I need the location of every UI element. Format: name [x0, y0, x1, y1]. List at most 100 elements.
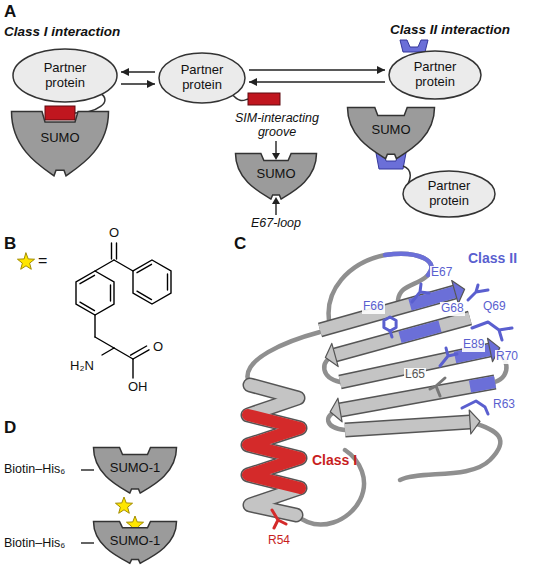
g-part	[384, 284, 512, 414]
atom-label: H₂N	[70, 359, 94, 374]
line-part	[133, 350, 149, 359]
path-part	[462, 401, 488, 414]
equilibrium-arrow	[249, 78, 385, 86]
sumo-body	[12, 112, 109, 176]
arrow-shaft	[249, 81, 385, 83]
path-part	[430, 378, 445, 396]
residue-label: R70	[495, 350, 519, 364]
line-part	[80, 302, 95, 310]
polygon-part	[76, 271, 114, 315]
line-part	[102, 348, 114, 355]
protein-ribbon	[247, 254, 512, 528]
node-text-box: SUMO-1	[92, 520, 178, 566]
path-part	[248, 385, 300, 515]
line-part	[111, 243, 112, 259]
arrow-head	[377, 66, 385, 74]
polygon-part	[469, 410, 480, 434]
path-part	[248, 415, 300, 488]
arrow-head	[249, 78, 257, 86]
line-part	[137, 264, 152, 272]
rect-part	[248, 93, 280, 105]
line-part	[116, 243, 117, 259]
sumo-body	[348, 108, 435, 159]
g-part	[320, 292, 495, 430]
node-label: SUMO-1	[110, 461, 161, 476]
path-part	[412, 284, 429, 302]
atom-label: O	[153, 340, 163, 355]
sumo-shape: SUMO	[346, 106, 436, 162]
path-part	[400, 326, 440, 337]
node-label: SUMO	[41, 131, 80, 146]
line-part	[81, 469, 94, 470]
equilibrium-arrow	[121, 80, 155, 88]
line-part	[275, 141, 276, 154]
panel-heading: Class I interaction	[4, 24, 120, 40]
use-part	[115, 497, 132, 513]
path-part	[247, 332, 320, 385]
sumo-shape: SUMO-1	[92, 446, 178, 496]
sumo-body	[94, 448, 177, 494]
line-part	[114, 260, 133, 271]
line-part	[132, 359, 133, 378]
region-label: Class I	[312, 452, 357, 468]
sumo-shape: SUMO	[234, 152, 318, 202]
sumo-body	[236, 154, 317, 200]
polygon-part	[400, 40, 428, 52]
line-part	[94, 315, 95, 337]
path-part	[335, 318, 470, 355]
partner-protein-ellipse: Partner protein	[12, 48, 118, 103]
callout-label: SIM-interacting groove	[222, 111, 332, 140]
g-part	[247, 254, 506, 525]
path-part	[272, 510, 286, 528]
residue-label: R54	[268, 534, 290, 548]
residue-label: F66	[362, 300, 385, 314]
node-text-box: SUMO	[234, 152, 318, 202]
residue-label: E67	[430, 266, 453, 280]
atom-label: O	[109, 226, 119, 241]
node-label: Partner protein	[173, 63, 232, 93]
node-text-box: SUMO	[10, 110, 110, 180]
residue-label: E89	[462, 338, 485, 352]
rect-part	[45, 106, 75, 120]
path-part	[248, 385, 300, 515]
path-part	[440, 348, 457, 366]
polygon-part	[133, 260, 171, 304]
line-part	[80, 275, 95, 283]
polygon-part	[272, 153, 280, 160]
residue-label: L65	[404, 368, 426, 382]
path-part	[335, 318, 470, 355]
equilibrium-arrow	[249, 66, 385, 74]
use-part	[17, 253, 34, 269]
path-part	[345, 422, 470, 430]
ellipse-shape	[13, 49, 117, 102]
residue-label: Q69	[482, 300, 507, 314]
node-text-box: SUMO-1	[92, 446, 178, 496]
path-part	[468, 285, 488, 300]
node-text-box: Partner protein	[388, 50, 482, 100]
panel-letter: B	[4, 234, 16, 254]
line-part	[95, 337, 114, 348]
node-label: SUMO-1	[110, 534, 161, 549]
equals-sign: =	[38, 252, 47, 270]
polygon-part	[384, 317, 396, 331]
line-part	[81, 542, 94, 543]
region-label: Class II	[468, 250, 517, 266]
chemical-structure	[17, 243, 171, 378]
path-part	[340, 350, 490, 382]
tag-label: Biotin–His₆	[4, 536, 65, 550]
sumo-shape: SUMO-1	[92, 520, 178, 566]
node-label: Partner protein	[29, 61, 101, 91]
path-part	[340, 382, 495, 410]
polygon-part	[330, 398, 342, 422]
polygon-part	[325, 343, 338, 366]
g-part	[325, 280, 499, 434]
node-label: Partner protein	[404, 60, 467, 90]
line-part	[114, 348, 133, 359]
line-part	[275, 203, 276, 215]
ellipse-shape	[159, 53, 245, 103]
callout-label: E67-loop	[241, 216, 311, 230]
path-part	[385, 254, 431, 275]
path-part	[345, 422, 470, 430]
polygon-part	[452, 280, 465, 303]
